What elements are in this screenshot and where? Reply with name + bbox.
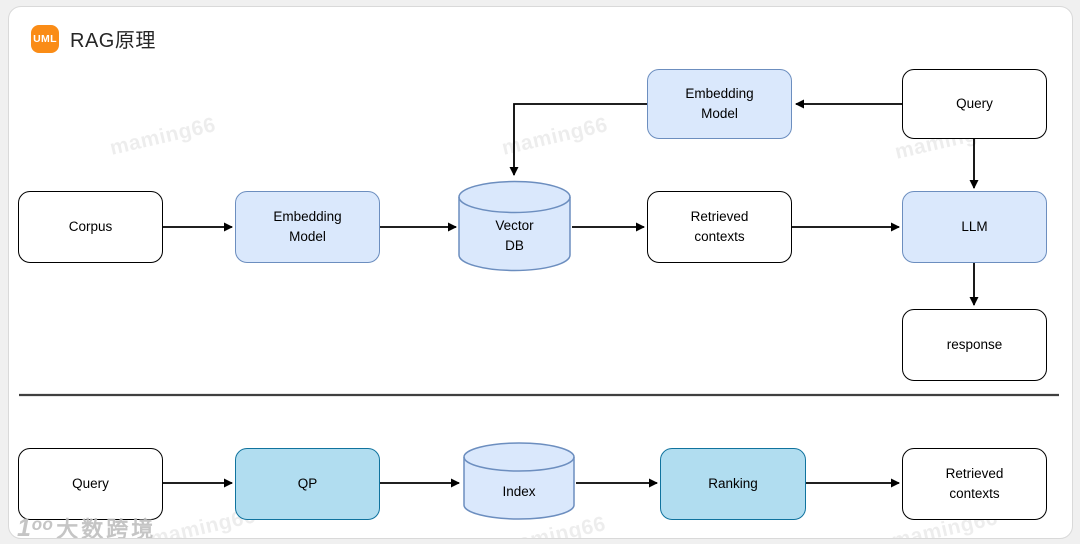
node-query-bottom[interactable]: Query: [18, 448, 163, 520]
node-qp[interactable]: QP: [235, 448, 380, 520]
edge-embeddingtop-vectordb: [509, 103, 647, 176]
node-vector-db[interactable]: Vector DB: [458, 180, 571, 272]
node-ranking[interactable]: Ranking: [660, 448, 806, 520]
node-query-top[interactable]: Query: [902, 69, 1047, 139]
header: UML RAG原理: [31, 24, 156, 53]
node-retrieved-contexts-top[interactable]: Retrieved contexts: [647, 191, 792, 263]
node-response[interactable]: response: [902, 309, 1047, 381]
cylinder-label: Index: [502, 484, 536, 499]
node-index[interactable]: Index: [463, 442, 575, 520]
diagram-canvas: UML RAG原理 maming66 maming66 maming66 mam…: [8, 6, 1073, 539]
node-embedding-model-top[interactable]: Embedding Model: [647, 69, 792, 139]
node-embedding-model-mid[interactable]: Embedding Model: [235, 191, 380, 263]
node-corpus[interactable]: Corpus: [18, 191, 163, 263]
watermark: maming66: [499, 113, 610, 160]
uml-badge-icon: UML: [31, 24, 59, 53]
watermark: maming66: [107, 113, 218, 160]
cylinder-shape: [463, 442, 575, 520]
node-retrieved-contexts-bottom[interactable]: Retrieved contexts: [902, 448, 1047, 520]
page-title: RAG原理: [70, 30, 156, 52]
cylinder-label: Vector DB: [495, 218, 534, 253]
cylinder-shape: [458, 180, 571, 272]
node-llm[interactable]: LLM: [902, 191, 1047, 263]
